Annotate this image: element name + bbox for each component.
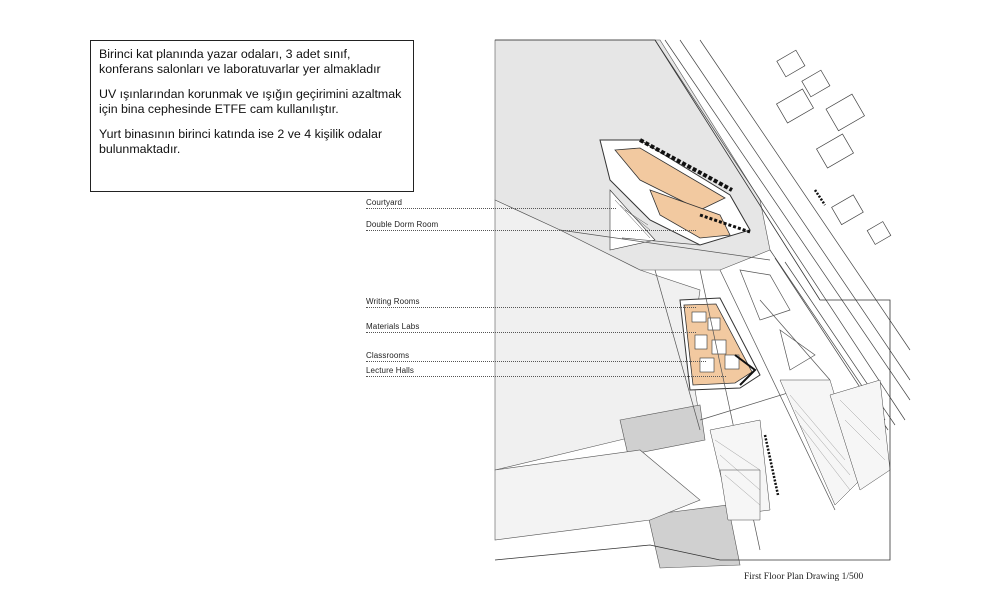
leader-courtyard <box>366 208 616 209</box>
label-courtyard: Courtyard <box>366 198 403 207</box>
plaza-paths <box>559 229 836 551</box>
faculty-building <box>679 297 761 391</box>
description-paragraph-3: Yurt binasının birinci katında ise 2 ve … <box>99 127 383 156</box>
garden-hatch <box>714 394 886 506</box>
label-writing-rooms: Writing Rooms <box>366 297 420 306</box>
railing <box>763 189 827 496</box>
label-materials-labs: Materials Labs <box>366 322 420 331</box>
neighbouring-buildings <box>776 49 892 245</box>
leader-double-dorm-room <box>366 230 696 231</box>
rail-lines <box>654 39 911 431</box>
leader-classrooms <box>366 361 706 362</box>
label-lecture-halls: Lecture Halls <box>366 366 414 375</box>
description-box: Birinci kat planında yazar odaları, 3 ad… <box>90 40 414 192</box>
leader-materials-labs <box>366 332 696 333</box>
site-outline <box>494 39 891 561</box>
description-paragraph-1: Birinci kat planında yazar odaları, 3 ad… <box>99 47 381 76</box>
leader-lecture-halls <box>366 376 726 377</box>
dormitory-building <box>599 138 751 251</box>
garden-beds <box>709 379 891 521</box>
leader-writing-rooms <box>366 307 696 308</box>
label-classrooms: Classrooms <box>366 351 410 360</box>
description-paragraph-2: UV ışınlarından korunmak ve ışığın geçir… <box>99 87 402 116</box>
drawing-caption: First Floor Plan Drawing 1/500 <box>744 572 864 582</box>
label-double-dorm-room: Double Dorm Room <box>366 220 439 229</box>
